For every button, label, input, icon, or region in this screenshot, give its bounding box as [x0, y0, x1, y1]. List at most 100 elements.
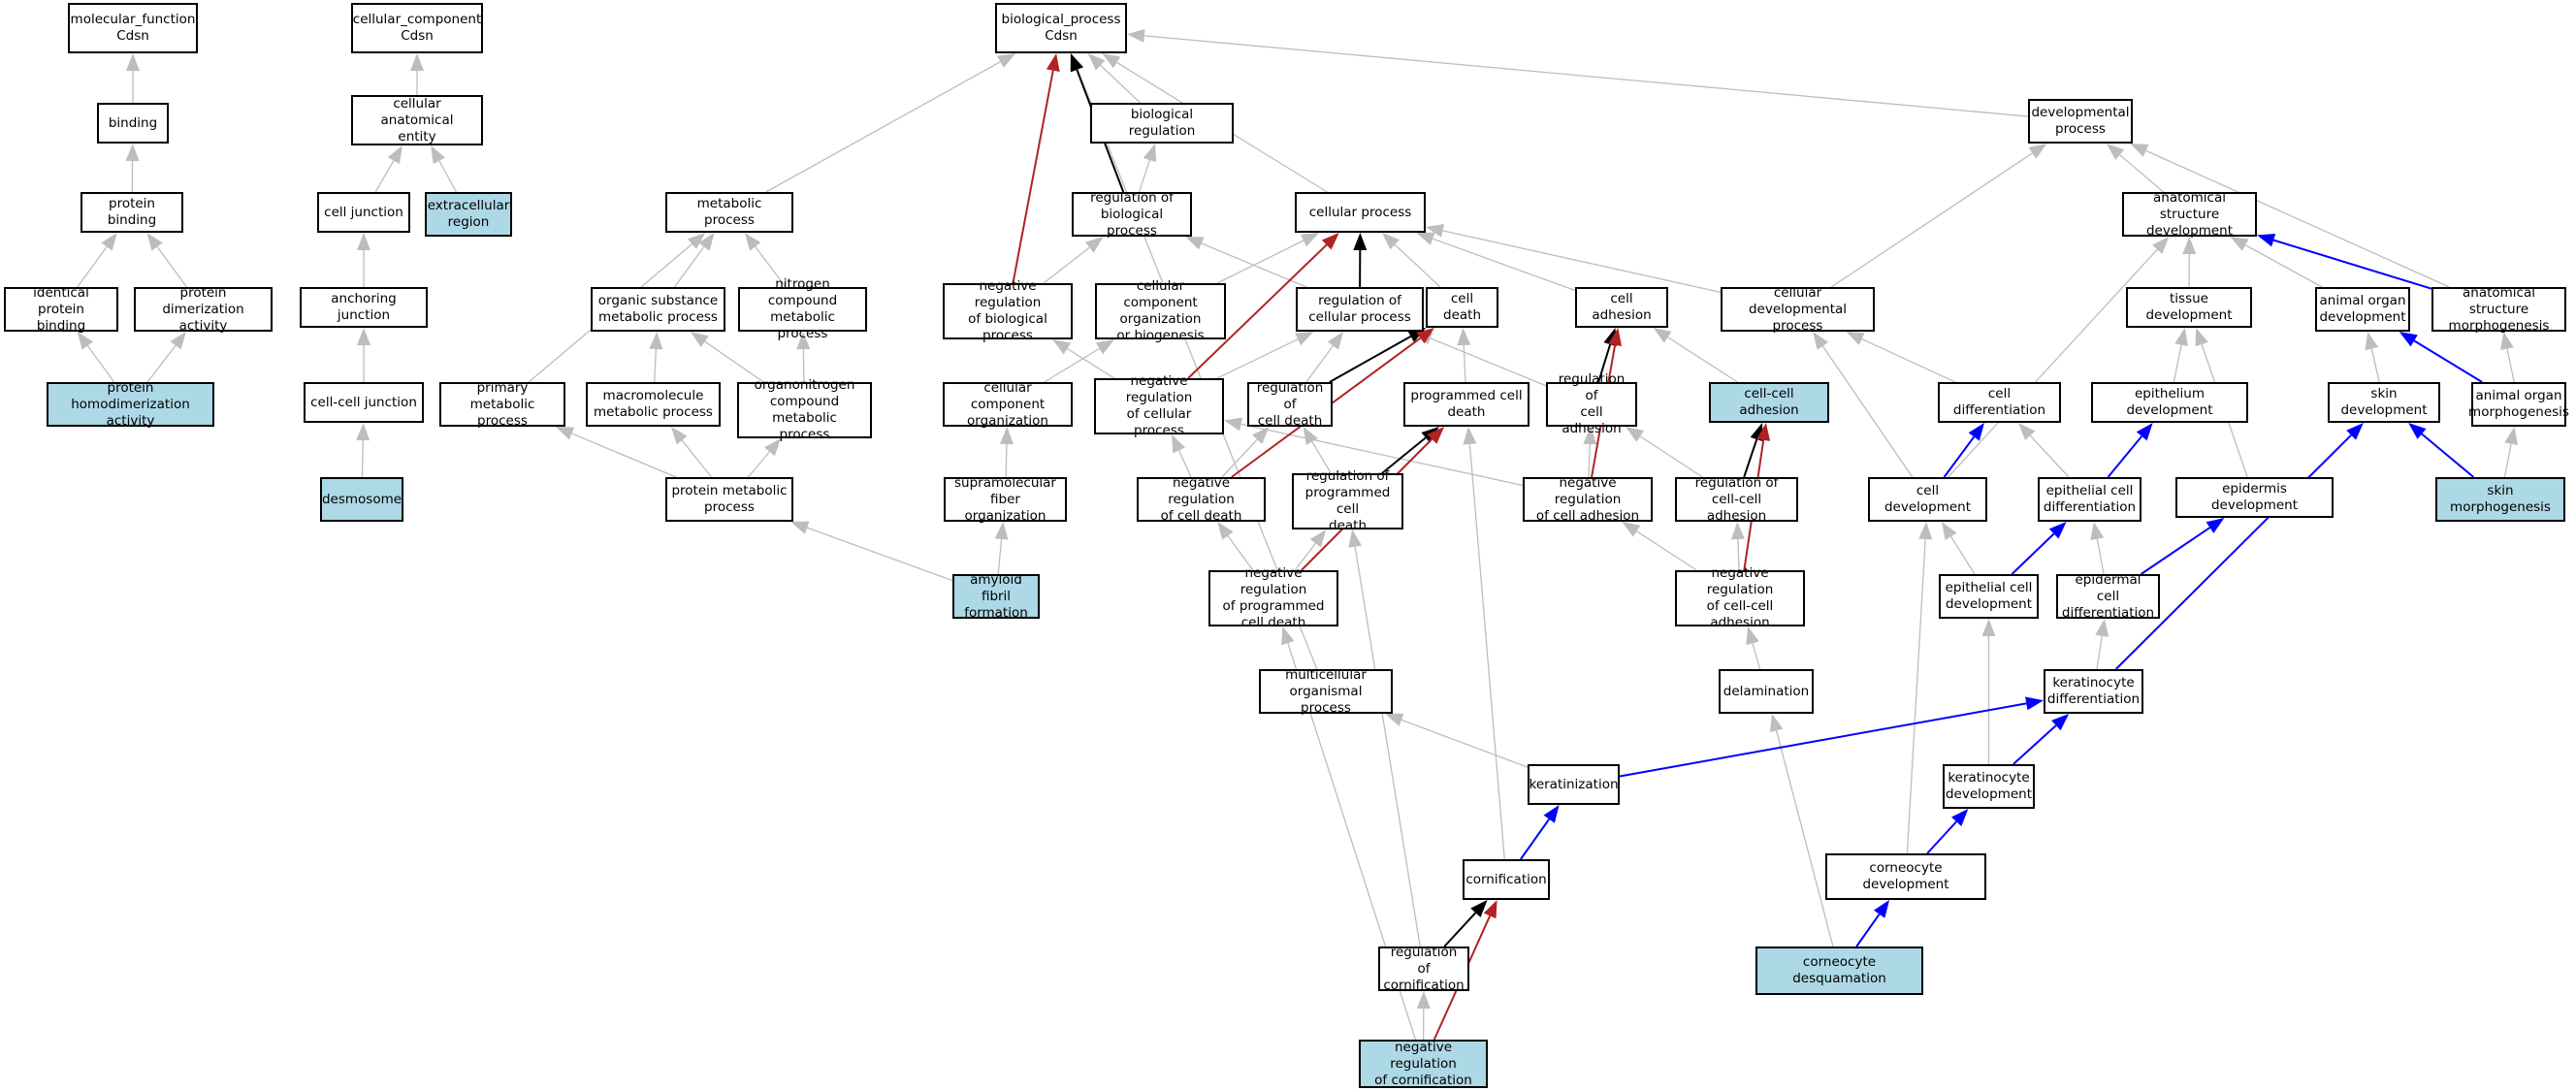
term-node-cornification[interactable]: cornification	[1463, 859, 1550, 900]
term-node-animal-organ-dev[interactable]: animal organ development	[2315, 287, 2410, 332]
term-node-reg-bp[interactable]: regulation of biological process	[1072, 190, 1192, 239]
term-node-epiderm-cell-diff[interactable]: epidermal cell differentiation	[2056, 572, 2160, 621]
term-node-kerat-dev[interactable]: keratinocyte development	[1943, 764, 2035, 809]
term-node-kerat-diff[interactable]: keratinocyte differentiation	[2044, 669, 2143, 714]
term-node-cc-adhesion[interactable]: cell-cell adhesion	[1709, 382, 1829, 423]
term-node-mf[interactable]: molecular_function Cdsn	[68, 3, 198, 53]
term-node-reg-pcd[interactable]: regulation of programmed cell death	[1292, 468, 1403, 533]
term-node-desmosome[interactable]: desmosome	[320, 477, 403, 522]
term-node-asd[interactable]: anatomical structure development	[2122, 190, 2257, 239]
term-node-neg-reg-cd[interactable]: negative regulation of cell death	[1137, 475, 1266, 524]
term-node-cellular-process[interactable]: cellular process	[1295, 192, 1426, 233]
term-node-cc-junction[interactable]: cell-cell junction	[304, 382, 424, 423]
term-node-reg-cca[interactable]: regulation of cell-cell adhesion	[1675, 475, 1798, 524]
edge-part-of	[1597, 343, 1612, 383]
edge-arrowhead	[1172, 434, 1185, 454]
edge-arrowhead	[2365, 332, 2379, 351]
term-node-cell-adhesion[interactable]: cell adhesion	[1575, 287, 1668, 328]
edge-is-a	[1201, 242, 1307, 288]
term-node-animal-organ-morph[interactable]: animal organ morphogenesis	[2468, 382, 2569, 427]
term-node-skin-morph[interactable]: skin morphogenesis	[2435, 477, 2565, 522]
term-node-reg-cp[interactable]: regulation of cellular process	[1296, 287, 1424, 332]
term-node-primary[interactable]: primary metabolic process	[439, 380, 565, 429]
edge-arrowhead	[2195, 328, 2208, 347]
term-node-prot-met[interactable]: protein metabolic process	[665, 477, 793, 522]
term-node-extracellular[interactable]: extracellular region	[425, 192, 512, 237]
term-node-epidermis-dev[interactable]: epidermis development	[2175, 477, 2334, 518]
term-node-tissue-dev[interactable]: tissue development	[2126, 287, 2252, 328]
term-node-nitrogen[interactable]: nitrogen compound metabolic process	[738, 276, 867, 341]
edge-arrowhead	[2028, 144, 2047, 159]
term-node-macromol[interactable]: macromolecule metabolic process	[586, 382, 721, 427]
edge-arrowhead	[1608, 328, 1623, 346]
term-node-cell-development[interactable]: cell development	[1868, 477, 1987, 522]
term-node-neg-reg-cp[interactable]: negative regulation of cellular process	[1094, 373, 1224, 438]
term-node-protein-binding[interactable]: protein binding	[80, 192, 183, 233]
term-node-delamination[interactable]: delamination	[1719, 669, 1814, 714]
term-node-asm[interactable]: anatomical structure morphogenesis	[2431, 285, 2566, 334]
edge-arrowhead	[1416, 328, 1434, 344]
term-node-neg-reg-ca[interactable]: negative regulation of cell adhesion	[1523, 475, 1653, 524]
edge-arrowhead	[2025, 696, 2044, 711]
term-node-skin-dev[interactable]: skin development	[2328, 382, 2440, 423]
edge-arrowhead	[126, 53, 140, 71]
term-node-reg-cd[interactable]: regulation of cell death	[1247, 380, 1333, 429]
term-node-identical-pb[interactable]: identical protein binding	[4, 285, 118, 334]
term-node-cc-org-bio[interactable]: cellular component organization or bioge…	[1095, 278, 1226, 343]
term-node-metabolic[interactable]: metabolic process	[665, 192, 793, 233]
edge-arrowhead	[1309, 529, 1327, 548]
term-node-cae[interactable]: cellular anatomical entity	[351, 95, 483, 145]
term-node-neg-reg-corn[interactable]: negative regulation of cornification	[1359, 1040, 1488, 1088]
term-node-cell-dev-proc[interactable]: cellular developmental process	[1721, 285, 1875, 334]
term-node-epith-cell-diff[interactable]: epithelial cell differentiation	[2038, 477, 2141, 522]
edge-arrowhead	[1968, 423, 1984, 441]
edge-arrowhead	[744, 233, 761, 251]
term-node-multicell[interactable]: multicellular organismal process	[1259, 667, 1393, 716]
term-node-cell-death[interactable]: cell death	[1426, 287, 1498, 328]
term-node-supramol[interactable]: supramolecular fiber organization	[944, 475, 1067, 524]
term-node-org-sub[interactable]: organic substance metabolic process	[591, 287, 725, 332]
edge-is-a	[2370, 348, 2380, 383]
edge-is-a	[1043, 246, 1090, 284]
edge-is-a	[2244, 244, 2323, 288]
term-node-prot-homodimer[interactable]: protein homodimerization activity	[47, 380, 214, 429]
term-node-bp[interactable]: biological_process Cdsn	[995, 3, 1127, 53]
term-node-bio-reg[interactable]: biological regulation	[1090, 103, 1234, 144]
term-node-prot-dimer[interactable]: protein dimerization activity	[134, 285, 273, 334]
term-node-reg-ca[interactable]: regulation of cell adhesion	[1546, 371, 1637, 436]
term-node-reg-corn[interactable]: regulation of cornification	[1378, 945, 1469, 993]
edge-is-a	[1861, 337, 1956, 383]
term-node-neg-reg-bp[interactable]: negative regulation of biological proces…	[943, 278, 1073, 343]
term-node-binding[interactable]: binding	[97, 103, 169, 144]
edge-is-a	[1752, 643, 1761, 670]
term-node-epith-dev[interactable]: epithelium development	[2091, 382, 2248, 423]
edge-regulates	[2413, 339, 2483, 383]
term-node-corneo-dev[interactable]: corneocyte development	[1825, 853, 1986, 900]
term-node-keratinization[interactable]: keratinization	[1528, 764, 1620, 805]
term-node-organonitrogen[interactable]: organonitrogen compound metabolic proces…	[737, 377, 872, 442]
edge-arrowhead	[101, 233, 117, 251]
term-node-neg-reg-cca[interactable]: negative regulation of cell-cell adhesio…	[1675, 565, 1805, 630]
edge-arrowhead	[357, 233, 370, 250]
term-node-anchoring[interactable]: anchoring junction	[300, 287, 428, 328]
term-node-corneo-desq[interactable]: corneocyte desquamation	[1755, 947, 1923, 995]
edge-arrowhead	[1457, 328, 1471, 346]
edge-is-a	[2029, 434, 2070, 478]
edge-arrowhead	[2018, 423, 2036, 440]
term-node-cell-diff[interactable]: cell differentiation	[1938, 382, 2061, 423]
term-node-amyloid[interactable]: amyloid fibril formation	[952, 572, 1040, 621]
term-node-cc-org[interactable]: cellular component organization	[943, 380, 1073, 429]
edge-is-a	[1067, 348, 1115, 379]
edge-is-a	[704, 340, 764, 383]
term-node-pcd[interactable]: programmed cell death	[1403, 382, 1530, 427]
edge-arrowhead	[1846, 332, 1865, 345]
edge-is-a	[86, 345, 115, 383]
term-node-cell-junction[interactable]: cell junction	[317, 192, 410, 233]
edge-is-a	[77, 246, 108, 288]
term-node-cc[interactable]: cellular_component Cdsn	[351, 3, 483, 53]
term-node-neg-reg-pcd[interactable]: negative regulation of programmed cell d…	[1208, 565, 1338, 630]
term-node-epith-cell-dev[interactable]: epithelial cell development	[1939, 574, 2039, 619]
edge-arrowhead	[1622, 522, 1641, 537]
term-node-dev-proc[interactable]: developmental process	[2028, 99, 2133, 144]
